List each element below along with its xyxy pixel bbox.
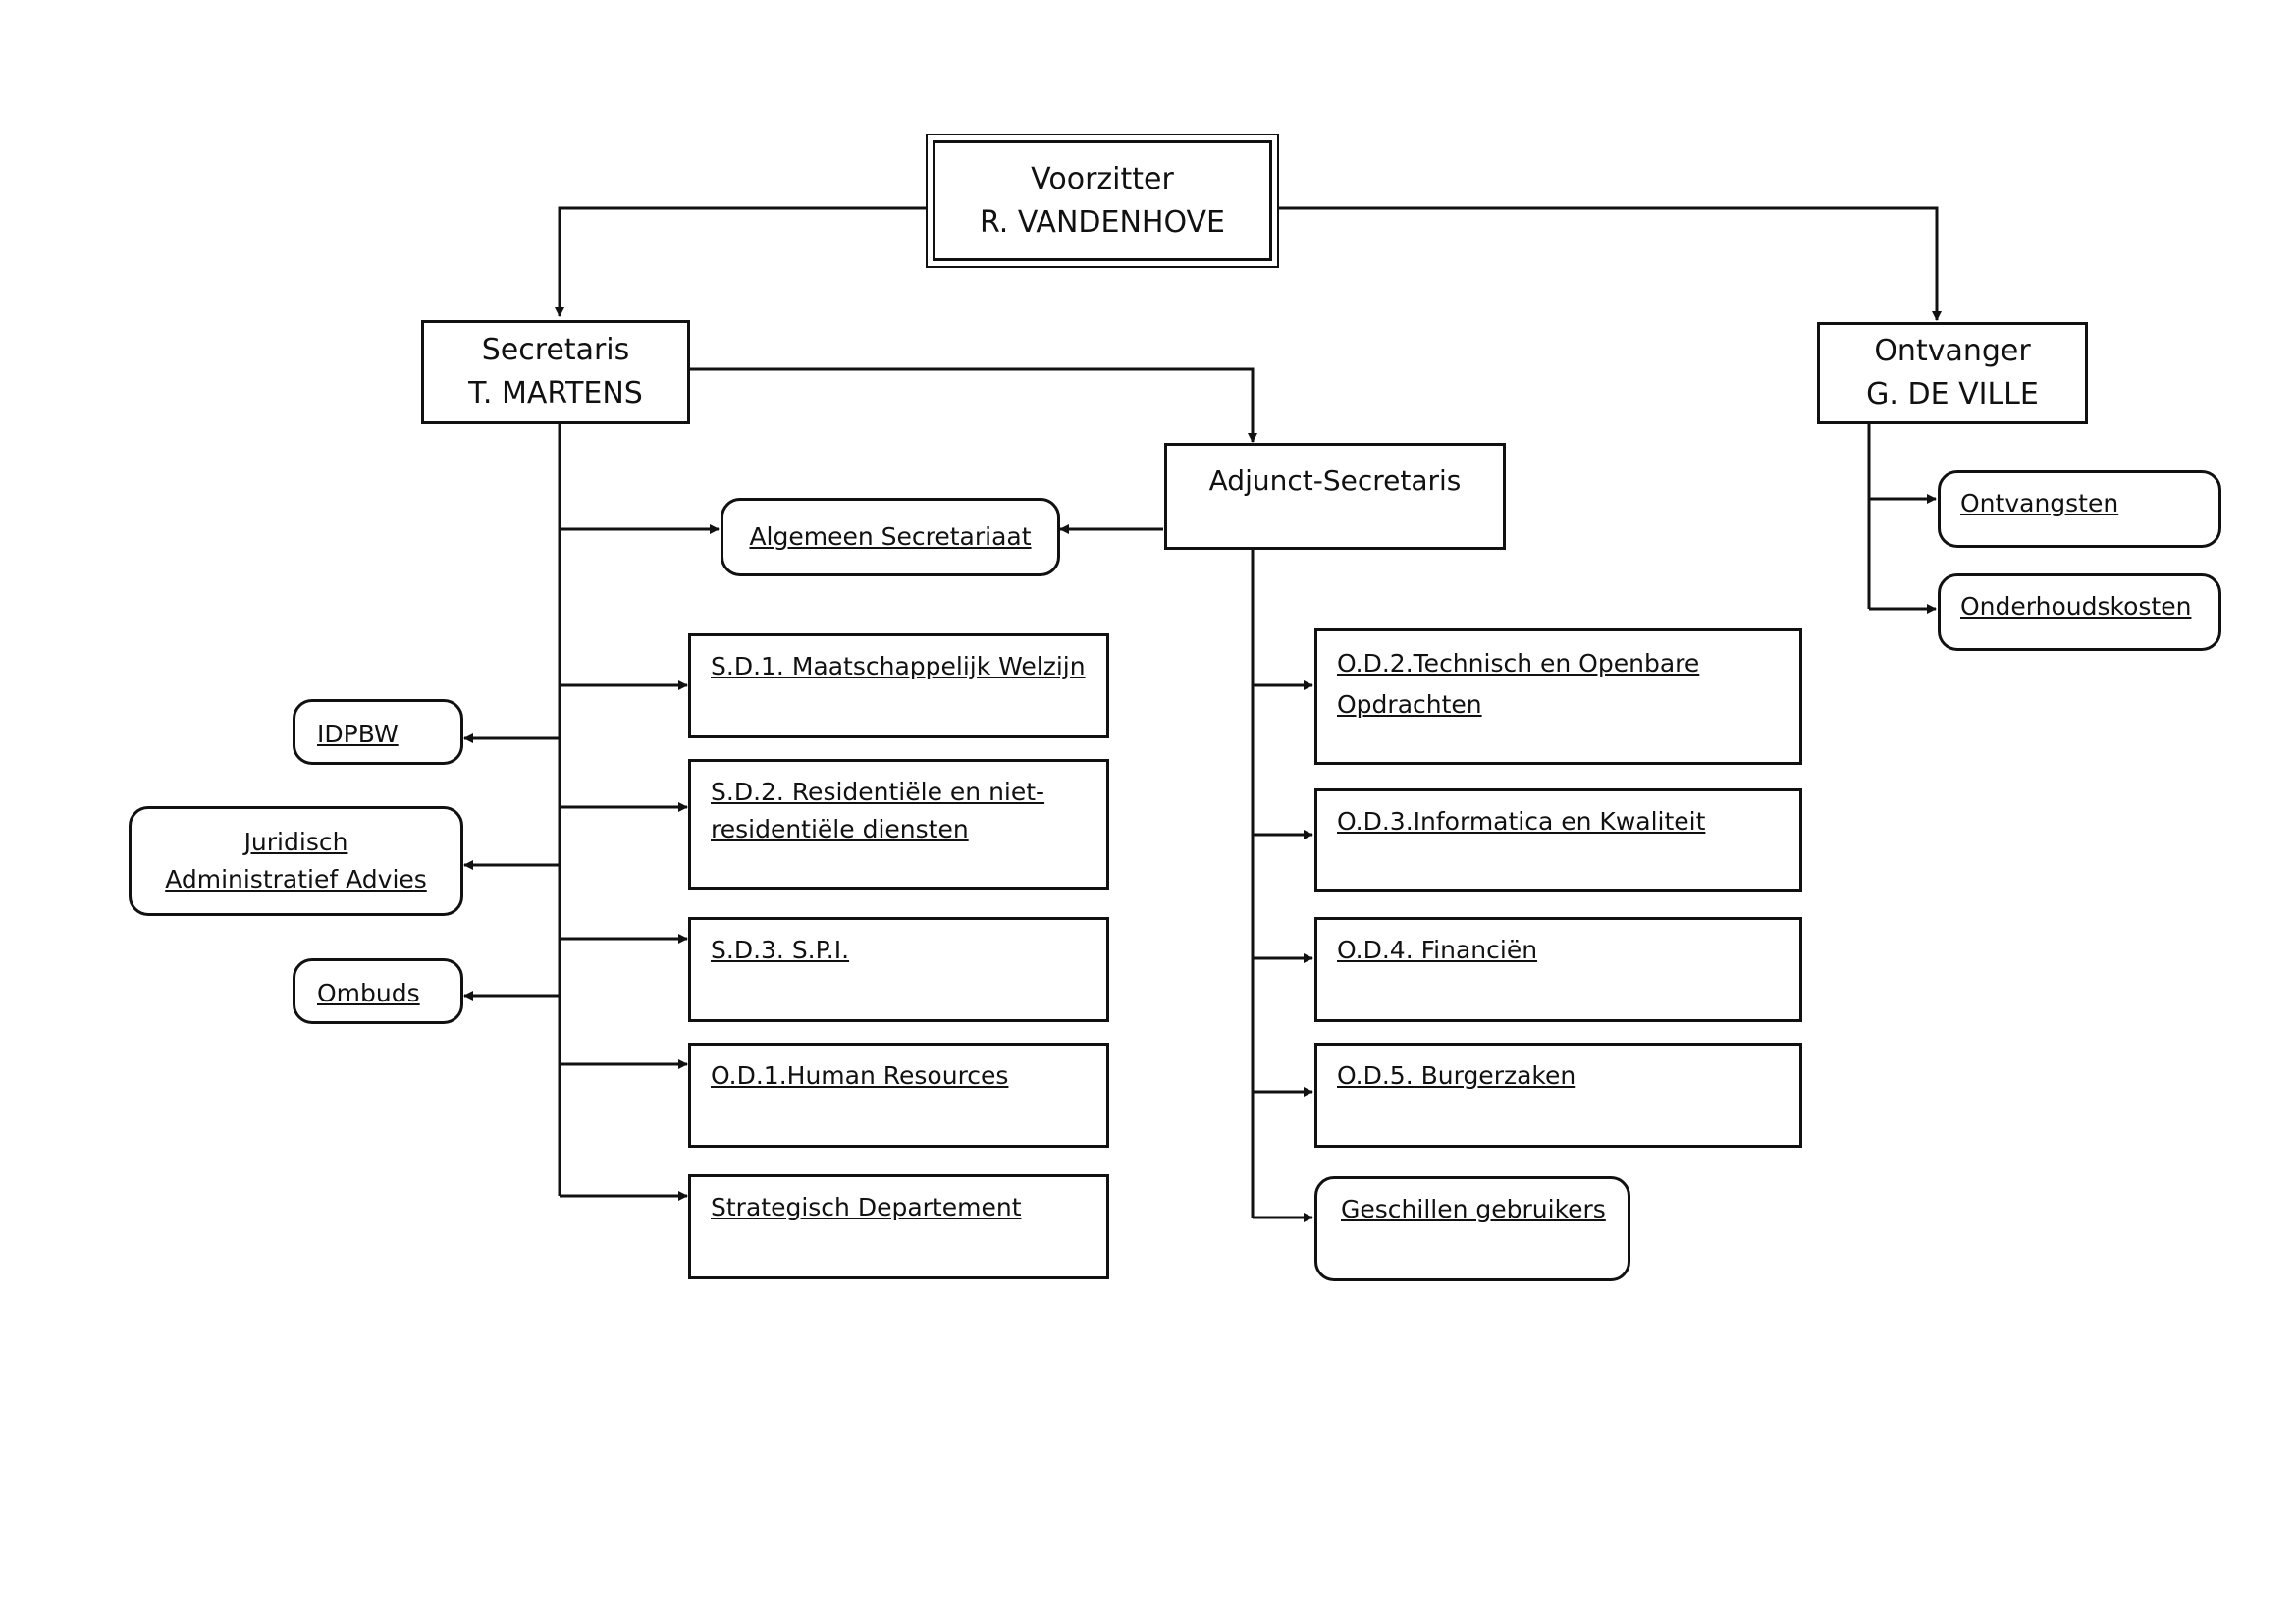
deputy-secretary-title: Adjunct-Secretaris	[1208, 464, 1462, 497]
receiver-title: Ontvanger	[1874, 334, 2031, 368]
secretary-box: Secretaris T. MARTENS	[421, 320, 690, 424]
receiver-unit-box: Onderhoudskosten	[1938, 573, 2221, 651]
general-secretariat-box: Algemeen Secretariaat	[721, 498, 1060, 576]
receiver-name: G. DE VILLE	[1866, 377, 2039, 411]
department-label: O.D.4. Financiën	[1337, 936, 1538, 964]
department-label: S.D.3. S.P.I.	[711, 936, 850, 964]
connector-chairman-receiver	[1279, 206, 1942, 321]
department-box: O.D.5. Burgerzaken	[1314, 1043, 1802, 1148]
legal-advice-box: Juridisch Administratief Advies	[129, 806, 463, 916]
disputes-label: Geschillen gebruikers	[1341, 1195, 1606, 1223]
department-label: O.D.2.Technisch en Openbare Opdrachten	[1337, 649, 1700, 719]
connector-secretary-deputy	[689, 367, 1257, 443]
chairman-title: Voorzitter	[1031, 161, 1174, 196]
department-label: Strategisch Departement	[711, 1193, 1022, 1221]
idpbw-box: IDPBW	[293, 699, 463, 765]
department-box: S.D.2. Residentiële en niet-residentiële…	[688, 759, 1109, 890]
receiver-box: Ontvanger G. DE VILLE	[1817, 322, 2088, 424]
chairman-box: Voorzitter R. VANDENHOVE	[926, 134, 1279, 268]
secretary-title: Secretaris	[481, 333, 630, 367]
department-label: O.D.1.Human Resources	[711, 1061, 1009, 1090]
department-box: O.D.2.Technisch en Openbare Opdrachten	[1314, 628, 1802, 765]
department-box: S.D.1. Maatschappelijk Welzijn	[688, 633, 1109, 738]
legal-advice-label-line1: Juridisch	[243, 828, 348, 856]
secretary-name: T. MARTENS	[468, 376, 643, 410]
disputes-box: Geschillen gebruikers	[1314, 1176, 1630, 1281]
idpbw-label: IDPBW	[317, 720, 399, 748]
department-label: O.D.3.Informatica en Kwaliteit	[1337, 807, 1706, 836]
department-label: S.D.2. Residentiële en niet-residentiële…	[711, 778, 1045, 843]
department-box: S.D.3. S.P.I.	[688, 917, 1109, 1022]
deputy-secretary-box: Adjunct-Secretaris	[1164, 443, 1506, 550]
legal-advice-label-line2: Administratief Advies	[165, 865, 427, 893]
department-label: O.D.5. Burgerzaken	[1337, 1061, 1576, 1090]
connector-chairman-secretary	[555, 206, 926, 317]
department-box: O.D.1.Human Resources	[688, 1043, 1109, 1148]
department-box: O.D.3.Informatica en Kwaliteit	[1314, 788, 1802, 892]
receiver-unit-label: Ontvangsten	[1960, 489, 2119, 517]
chairman-name: R. VANDENHOVE	[979, 204, 1226, 240]
general-secretariat-label: Algemeen Secretariaat	[749, 522, 1032, 551]
ombuds-label: Ombuds	[317, 979, 420, 1007]
department-label: S.D.1. Maatschappelijk Welzijn	[711, 652, 1086, 680]
receiver-unit-label: Onderhoudskosten	[1960, 592, 2192, 621]
department-box: Strategisch Departement	[688, 1174, 1109, 1279]
ombuds-box: Ombuds	[293, 958, 463, 1024]
receiver-unit-box: Ontvangsten	[1938, 470, 2221, 548]
department-box: O.D.4. Financiën	[1314, 917, 1802, 1022]
